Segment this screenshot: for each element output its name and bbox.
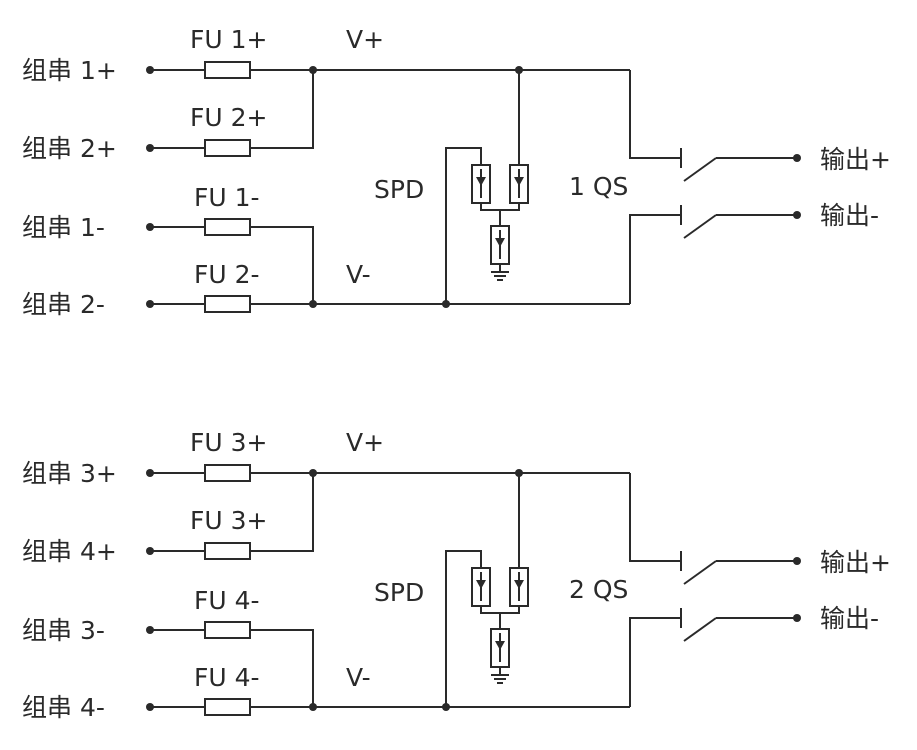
output-label-plus: 输出+ [820, 145, 891, 174]
spd-module-right [509, 164, 529, 204]
spd-module-right [509, 567, 529, 607]
output-label-plus: 输出+ [820, 548, 891, 577]
input-label-string-2-plus: 组串 2+ [22, 134, 117, 163]
wire-to-switch-plus [629, 70, 681, 159]
fuse-fu3-plus-b [204, 542, 251, 560]
fuse-label-fu3-plus-a: FU 3+ [190, 428, 267, 457]
terminal-input-1-plus [146, 66, 154, 74]
output-label-minus: 输出- [820, 604, 879, 633]
terminal-input-2-plus [146, 144, 154, 152]
terminal-output-plus [793, 557, 801, 565]
circuit-block-2: 组串 3+ 组串 4+ 组串 3- 组串 4- FU 3+ FU 3+ FU 4… [22, 428, 891, 722]
junction-vminus-spd [442, 300, 450, 308]
disconnect-switch-label: 2 QS [569, 575, 628, 604]
terminal-input-3-plus [146, 469, 154, 477]
terminal-input-4-plus [146, 547, 154, 555]
fuse-fu3-plus-a [204, 464, 251, 482]
fuse-label-fu3-plus-b: FU 3+ [190, 506, 267, 535]
bus-label-v-plus: V+ [346, 428, 384, 457]
circuit-block-1: 组串 1+ 组串 2+ 组串 1- 组串 2- FU 1+ FU 2+ FU 1… [22, 25, 891, 319]
fuse-fu2-plus [204, 139, 251, 157]
junction-vminus-spd [442, 703, 450, 711]
wire-to-switch-minus [629, 617, 681, 707]
input-label-string-4-plus: 组串 4+ [22, 537, 117, 566]
input-label-string-4-minus: 组串 4- [22, 693, 105, 722]
wire-to-switch-plus [629, 473, 681, 562]
fuse-fu1-plus [204, 61, 251, 79]
switch-blade-plus [683, 560, 717, 585]
spd-wire-vminus [445, 550, 482, 707]
spd-wire-join [480, 203, 520, 211]
input-label-string-1-minus: 组串 1- [22, 213, 105, 242]
spd-module-center [490, 225, 510, 265]
fuse-label-fu4-minus-a: FU 4- [194, 586, 260, 615]
input-label-string-2-minus: 组串 2- [22, 290, 105, 319]
junction-vminus-merge [309, 300, 317, 308]
fuse-label-fu2-minus: FU 2- [194, 260, 260, 289]
junction-vminus-merge [309, 703, 317, 711]
spd-module-left [471, 164, 491, 204]
switch-blade-minus [683, 617, 717, 642]
terminal-output-minus [793, 614, 801, 622]
fuse-fu1-minus [204, 218, 251, 236]
terminal-input-4-minus [146, 703, 154, 711]
spd-module-left [471, 567, 491, 607]
fuse-label-fu1-plus: FU 1+ [190, 25, 267, 54]
junction-vplus-spd [515, 66, 523, 74]
junction-vplus-spd [515, 469, 523, 477]
input-label-string-1-plus: 组串 1+ [22, 56, 117, 85]
terminal-input-1-minus [146, 223, 154, 231]
bus-label-v-plus: V+ [346, 25, 384, 54]
input-label-string-3-plus: 组串 3+ [22, 459, 117, 488]
fuse-fu4-minus-b [204, 698, 251, 716]
terminal-input-2-minus [146, 300, 154, 308]
spd-label: SPD [374, 175, 424, 204]
spd-label: SPD [374, 578, 424, 607]
spd-wire-vminus [445, 147, 482, 304]
ground-icon [491, 271, 509, 281]
output-label-minus: 输出- [820, 201, 879, 230]
spd-module-center [490, 628, 510, 668]
junction-vplus-merge [309, 469, 317, 477]
fuse-label-fu1-minus: FU 1- [194, 183, 260, 212]
terminal-input-3-minus [146, 626, 154, 634]
fuse-fu2-minus [204, 295, 251, 313]
input-label-string-3-minus: 组串 3- [22, 616, 105, 645]
bus-label-v-minus: V- [346, 260, 371, 289]
wire-to-switch-minus [629, 214, 681, 304]
disconnect-switch-label: 1 QS [569, 172, 628, 201]
fuse-label-fu4-minus-b: FU 4- [194, 663, 260, 692]
terminal-output-minus [793, 211, 801, 219]
bus-label-v-minus: V- [346, 663, 371, 692]
terminal-output-plus [793, 154, 801, 162]
switch-blade-plus [683, 157, 717, 182]
fuse-fu4-minus-a [204, 621, 251, 639]
fuse-label-fu2-plus: FU 2+ [190, 103, 267, 132]
spd-wire-join [480, 606, 520, 614]
ground-icon [491, 674, 509, 684]
switch-blade-minus [683, 214, 717, 239]
junction-vplus-merge [309, 66, 317, 74]
